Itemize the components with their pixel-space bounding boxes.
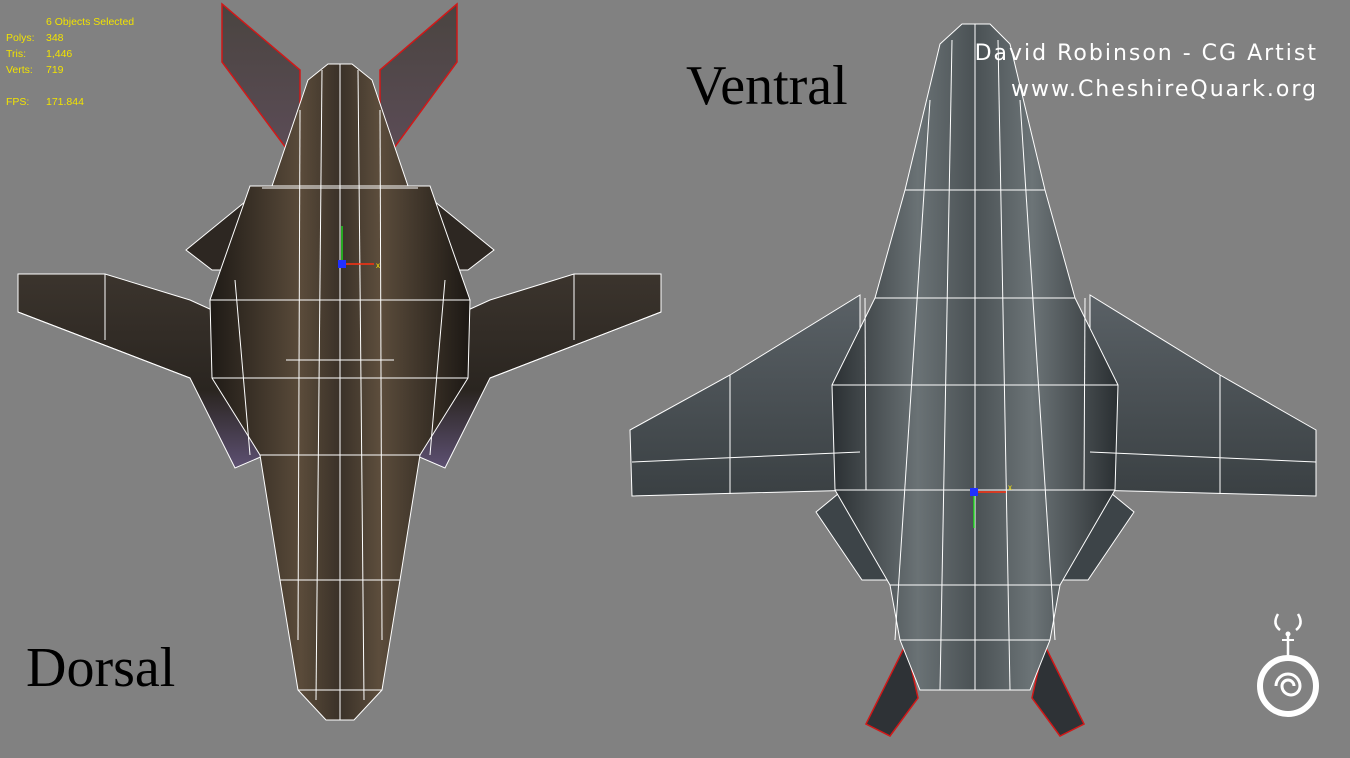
svg-text:x: x <box>1008 483 1012 492</box>
svg-text:x: x <box>376 261 380 270</box>
cheshire-quark-logo-icon <box>1257 613 1319 717</box>
stat-value: 1,446 <box>46 48 73 60</box>
selection-count: 6 Objects Selected <box>46 16 135 28</box>
fps-label: FPS: <box>6 96 30 108</box>
artist-name: David Robinson - CG Artist <box>974 41 1318 66</box>
stat-value: 719 <box>46 64 64 76</box>
ventral-model[interactable] <box>629 23 1317 737</box>
stat-label: Verts: <box>6 64 33 76</box>
stat-label: Polys: <box>6 32 35 44</box>
dorsal-label: Dorsal <box>26 637 176 699</box>
artist-credit: David Robinson - CG Artist www.CheshireQ… <box>975 36 1318 108</box>
artist-website: www.CheshireQuark.org <box>1010 77 1318 102</box>
transform-gizmo-icon[interactable]: x <box>966 478 1016 534</box>
stat-label: Tris: <box>6 48 27 60</box>
fps-value: 171.844 <box>46 96 84 108</box>
ventral-label: Ventral <box>686 55 848 117</box>
dorsal-model[interactable] <box>17 2 662 721</box>
transform-gizmo-icon[interactable]: x <box>334 222 384 274</box>
stat-value: 348 <box>46 32 64 44</box>
